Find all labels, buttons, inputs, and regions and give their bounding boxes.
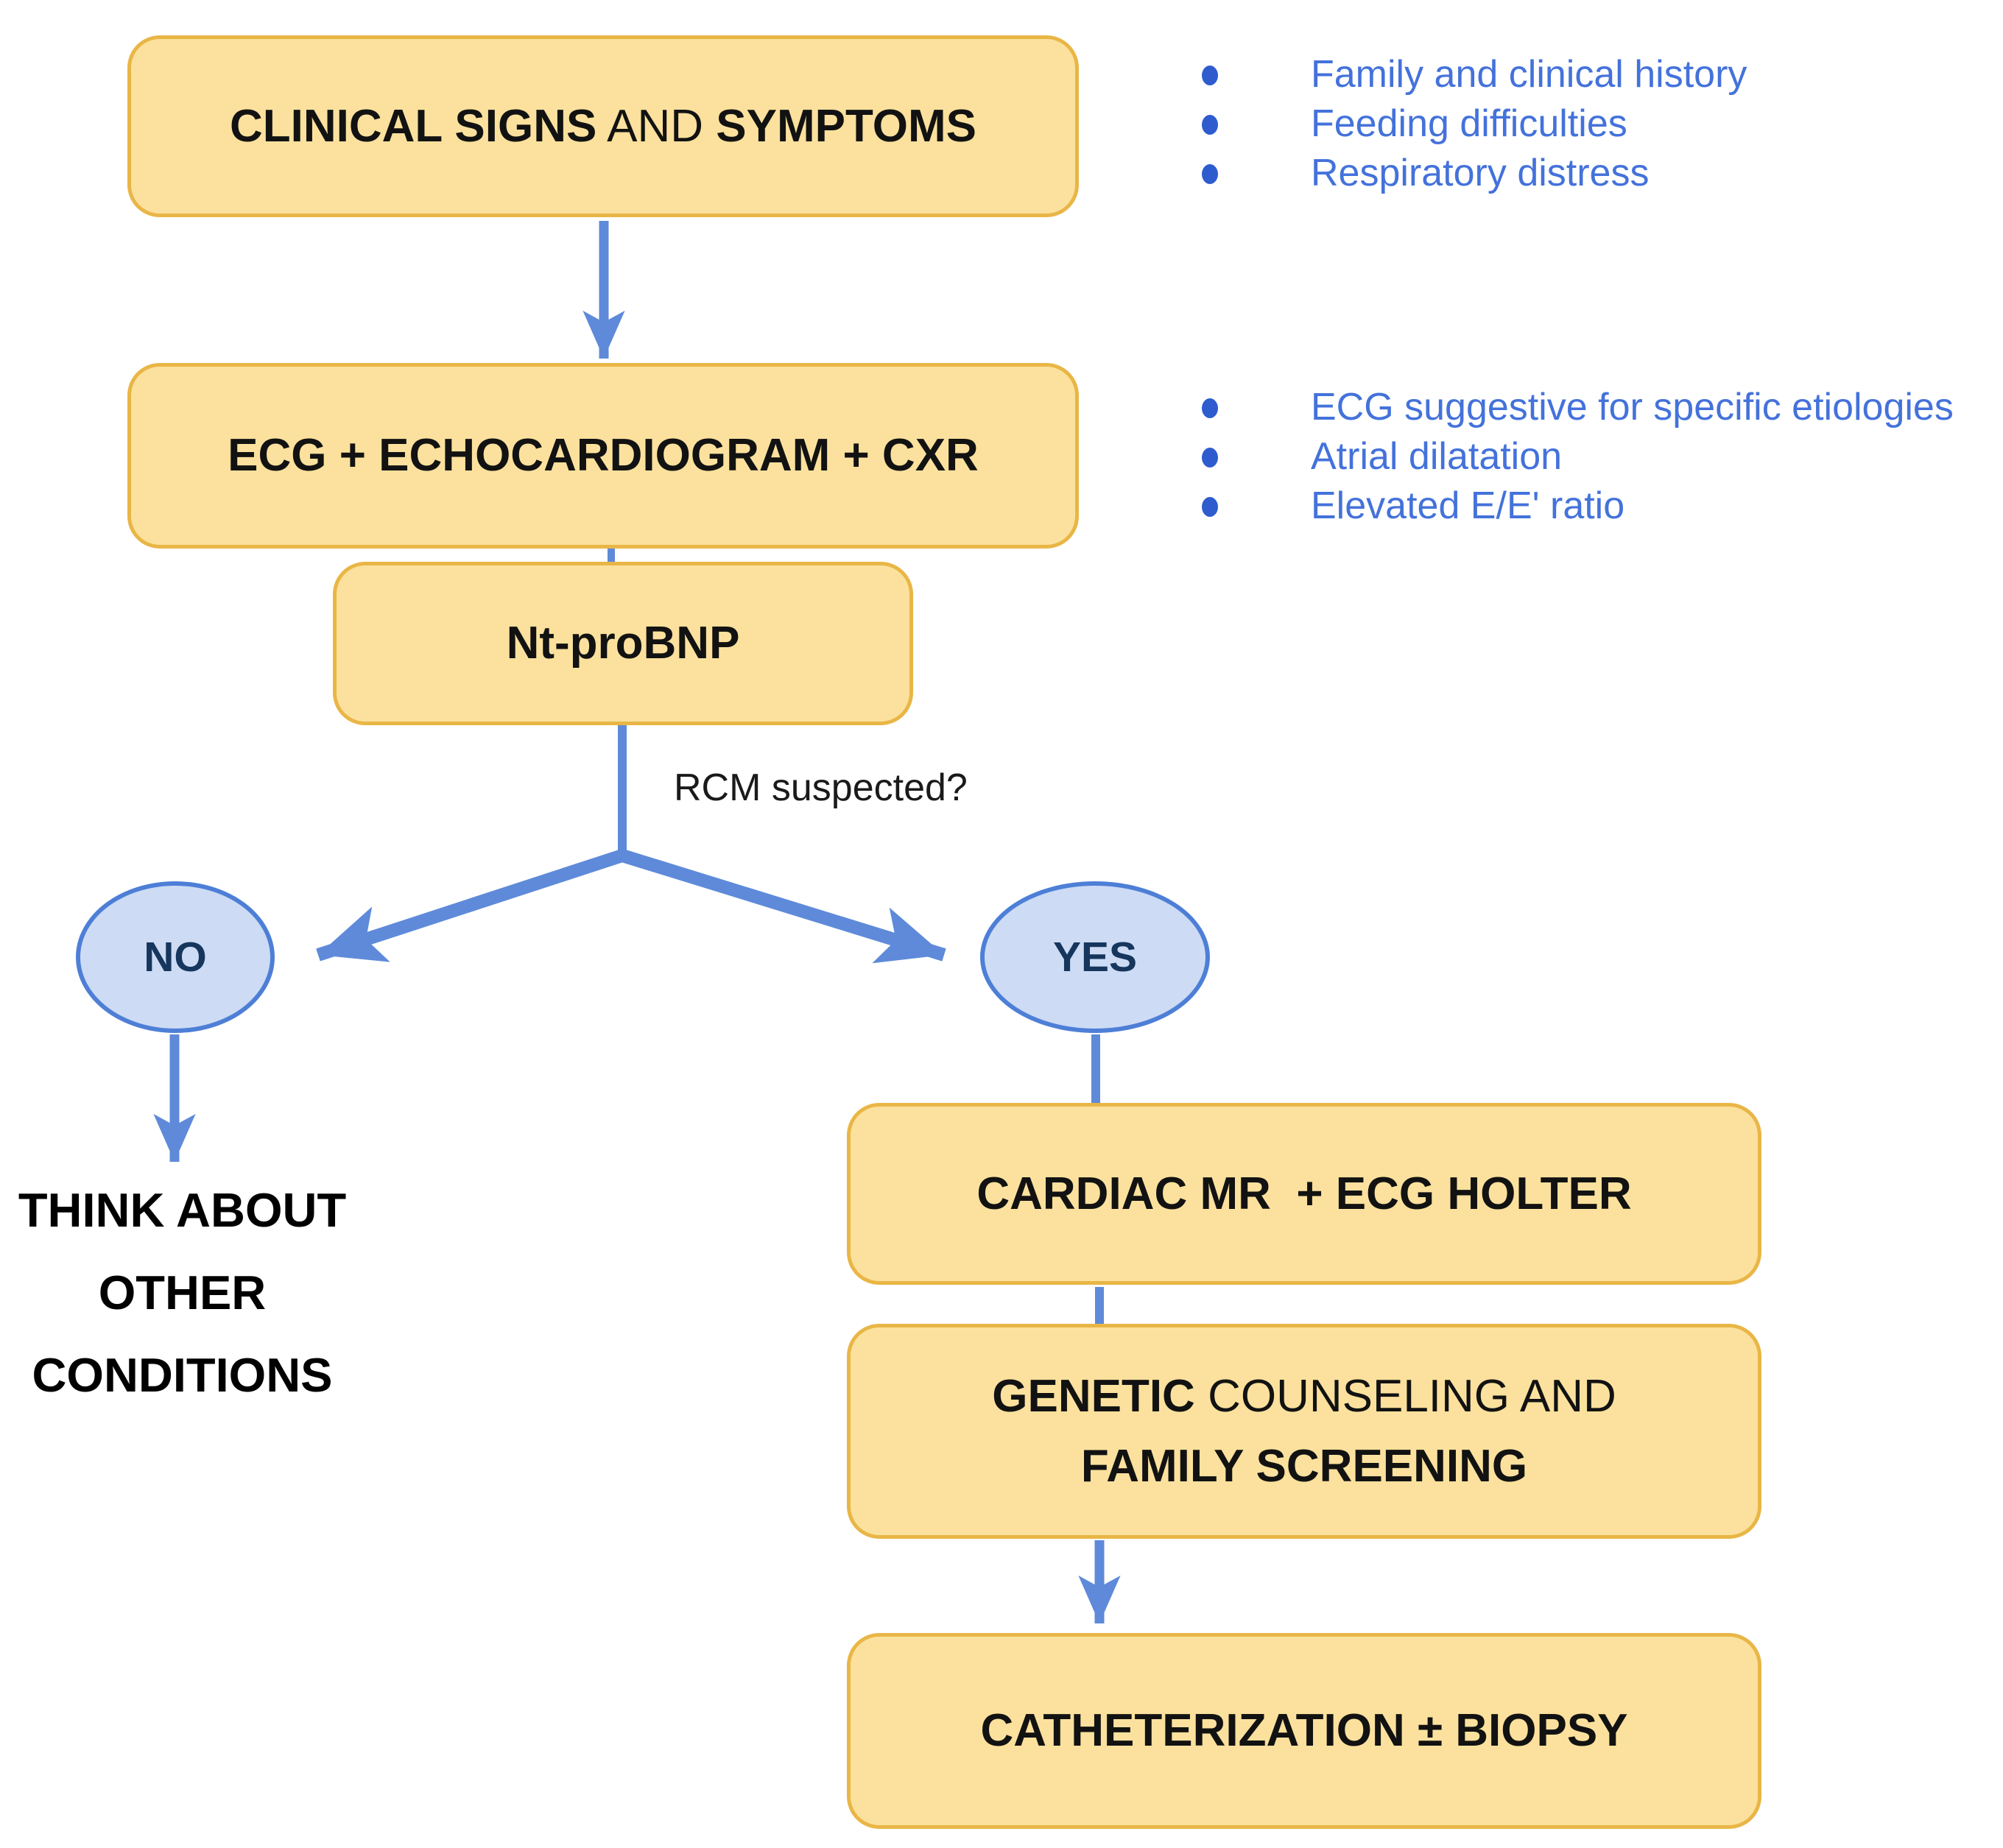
outcome-think-line2: OTHER: [98, 1266, 267, 1319]
bullet-dot-icon: [1202, 497, 1218, 517]
list-item: Atrial dilatation: [1200, 432, 1954, 482]
list-item: Elevated E/E' ratio: [1200, 482, 1954, 531]
list-item: Family and clinical history: [1200, 50, 1747, 99]
decision-no-label: NO: [144, 934, 207, 981]
arrow-junction-to-yes: [620, 849, 946, 964]
node-cardiac-mr-label: CARDIAC MR + ECG HOLTER: [976, 1168, 1632, 1219]
node-ecg-echo-cxr-label: ECG + ECHOCARDIOGRAM + CXR: [228, 430, 979, 482]
outcome-think-line1: THINK ABOUT: [18, 1183, 347, 1237]
bullet-dot-icon: [1202, 115, 1218, 135]
node-catheterization-label: CATHETERIZATION ± BIOPSY: [980, 1705, 1628, 1757]
ecg-annotations-list: ECG suggestive for specific etiologies A…: [1200, 383, 1954, 531]
arrow-junction-to-no: [316, 849, 624, 962]
decision-no-ellipse: NO: [76, 881, 275, 1033]
bullet-dot-icon: [1202, 398, 1218, 418]
decision-yes-ellipse: YES: [980, 881, 1210, 1033]
outcome-think-about: THINK ABOUT OTHER CONDITIONS: [0, 1169, 368, 1417]
list-item: Feeding difficulties: [1200, 99, 1747, 149]
node-clinical-signs-label: CLINICAL SIGNS AND SYMPTOMS: [230, 100, 976, 152]
bullet-dot-icon: [1202, 66, 1218, 85]
decision-question: RCM suspected?: [674, 766, 968, 809]
node-nt-probnp-label: Nt-proBNP: [506, 618, 740, 669]
bullet-dot-icon: [1202, 448, 1218, 468]
node-nt-probnp: Nt-proBNP: [333, 562, 913, 725]
list-item: Respiratory distress: [1200, 149, 1747, 198]
decision-yes-label: YES: [1052, 934, 1138, 981]
node-ecg-echo-cxr: ECG + ECHOCARDIOGRAM + CXR: [127, 363, 1079, 549]
bullet-dot-icon: [1202, 164, 1218, 184]
list-item: ECG suggestive for specific etiologies: [1200, 383, 1954, 432]
outcome-think-line3: CONDITIONS: [32, 1348, 333, 1402]
node-cardiac-mr: CARDIAC MR + ECG HOLTER: [847, 1103, 1761, 1285]
node-catheterization: CATHETERIZATION ± BIOPSY: [847, 1633, 1761, 1829]
node-clinical-signs: CLINICAL SIGNS AND SYMPTOMS: [127, 35, 1079, 217]
clinical-annotations-list: Family and clinical history Feeding diff…: [1200, 50, 1747, 198]
